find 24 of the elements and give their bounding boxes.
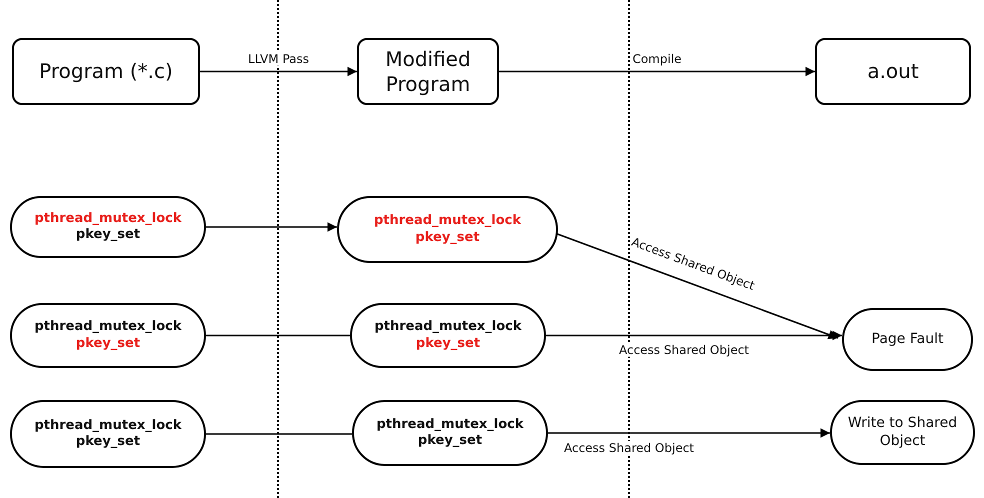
node-label: Modified Program bbox=[384, 46, 472, 96]
node-label: Write to Shared Object bbox=[846, 415, 958, 450]
process-box bbox=[815, 38, 971, 105]
edge-label: Access Shared Object bbox=[562, 440, 696, 456]
node-label: a.out bbox=[867, 59, 919, 84]
function-name: pthread_mutex_lock bbox=[34, 210, 182, 227]
function-name: pkey_set bbox=[415, 230, 480, 246]
process-box bbox=[12, 38, 200, 105]
function-name: pthread_mutex_lock bbox=[34, 319, 182, 336]
function-name: pkey_set bbox=[76, 336, 140, 352]
function-name: pthread_mutex_lock bbox=[34, 418, 182, 434]
function-name: pkey_set bbox=[416, 336, 480, 352]
edge-label: Access Shared Object bbox=[616, 342, 752, 357]
function-name: pthread_mutex_lock bbox=[376, 416, 524, 433]
function-name: pkey_set bbox=[418, 433, 482, 450]
node-label: Page Fault bbox=[872, 330, 944, 348]
node-label: Program (*.c) bbox=[39, 59, 173, 84]
edge-label: LLVM Pass bbox=[246, 51, 311, 66]
process-box bbox=[357, 38, 499, 105]
function-name: pthread_mutex_lock bbox=[374, 213, 522, 230]
function-name: pkey_set bbox=[76, 434, 140, 450]
edge-label: Compile bbox=[630, 51, 684, 66]
function-name: pkey_set bbox=[76, 227, 140, 244]
function-name: pthread_mutex_lock bbox=[374, 319, 522, 336]
